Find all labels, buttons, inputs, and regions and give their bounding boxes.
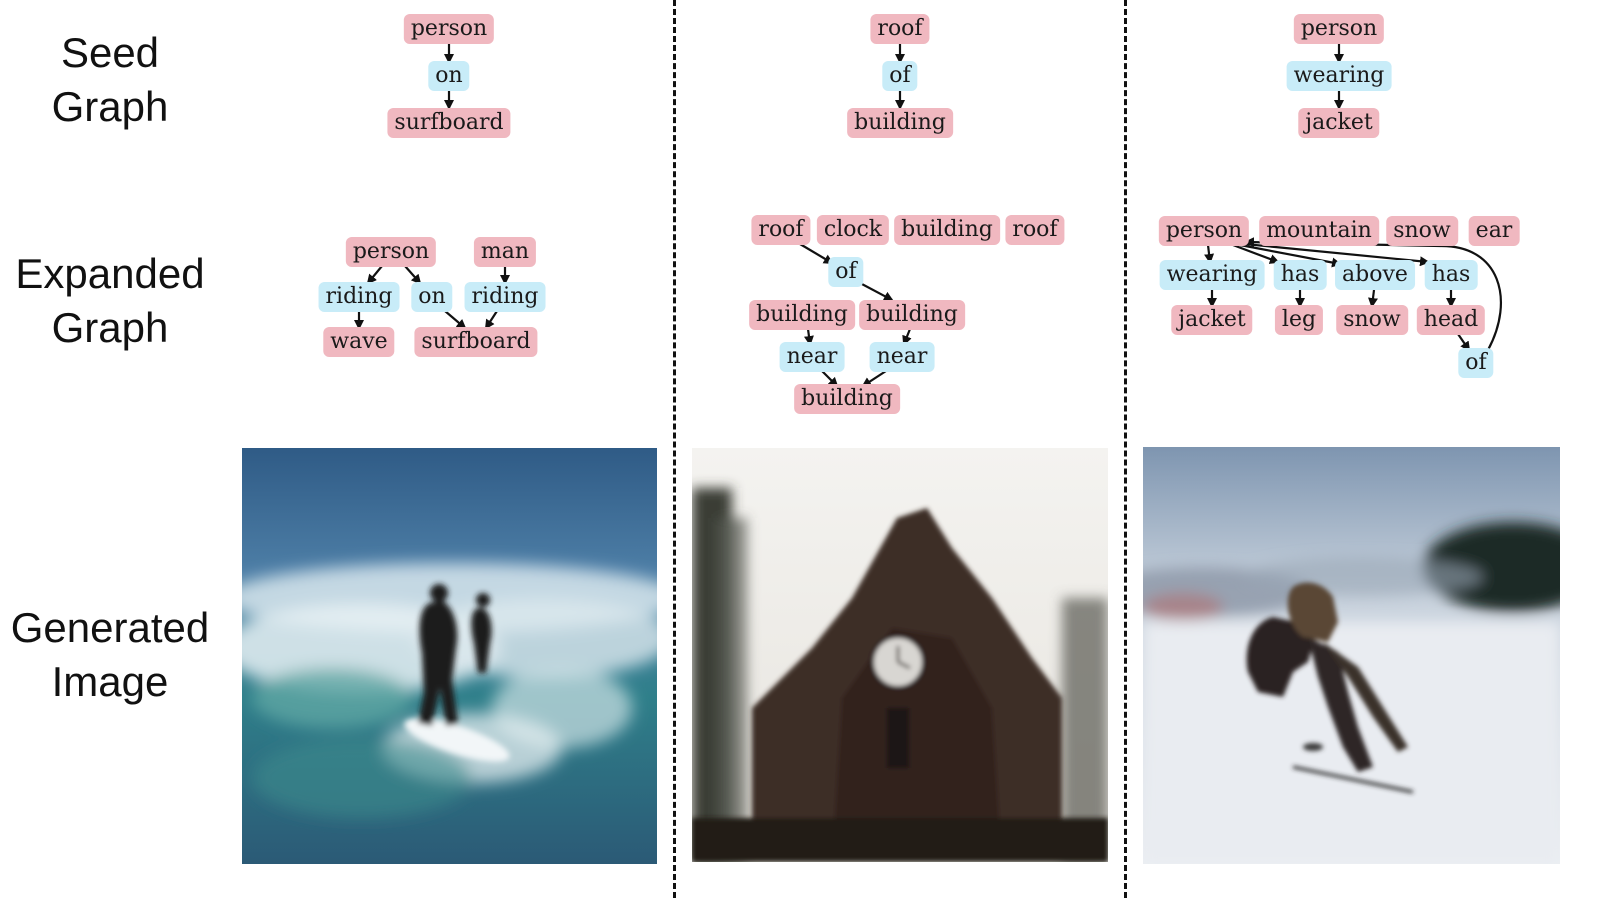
seed-node-of: of [882, 61, 918, 91]
edge [799, 243, 834, 265]
seed-node-wearing: wearing [1286, 61, 1392, 91]
expanded-node-roof: roof [751, 215, 811, 245]
edge [444, 310, 467, 330]
expanded-node-above: above [1335, 260, 1415, 290]
expanded-node-has: has [1273, 260, 1327, 290]
expanded-node-building: building [859, 300, 965, 330]
expanded-node-person: person [1158, 216, 1250, 246]
row-label-generated-image: Generated Image [10, 604, 210, 705]
edge [861, 370, 887, 388]
seed-node-person: person [403, 14, 495, 44]
row-label-expanded-graph: Expanded Graph [15, 250, 205, 351]
edge [859, 282, 894, 301]
panel-divider-1 [673, 0, 676, 898]
expanded-node-surfboard: surfboard [414, 327, 538, 357]
edge [1244, 242, 1430, 267]
seed-node-jacket: jacket [1298, 108, 1380, 138]
expanded-node-ear: ear [1468, 216, 1520, 246]
expanded-node-wearing: wearing [1159, 260, 1265, 290]
expanded-node-on: on [411, 282, 453, 312]
generated-image-surfers [242, 448, 657, 864]
edge [902, 328, 912, 346]
row-label-seed-graph: Seed Graph [51, 29, 169, 130]
expanded-node-snow: snow [1386, 216, 1458, 246]
expanded-node-riding: riding [464, 282, 546, 312]
seed-node-roof: roof [870, 14, 930, 44]
expanded-node-building: building [794, 384, 900, 414]
panel-divider-2 [1124, 0, 1127, 898]
expanded-node-leg: leg [1274, 305, 1324, 335]
edge [1232, 243, 1280, 264]
expanded-node-building: building [894, 215, 1000, 245]
expanded-node-person: person [345, 237, 437, 267]
edge [484, 310, 498, 330]
edge [1244, 237, 1502, 351]
edge [366, 265, 383, 285]
expanded-node-roof: roof [1005, 215, 1065, 245]
expanded-node-of: of [1458, 348, 1494, 378]
expanded-node-clock: clock [816, 215, 890, 245]
seed-node-person: person [1293, 14, 1385, 44]
edge [404, 265, 422, 285]
expanded-node-head: head [1416, 305, 1486, 335]
expanded-node-jacket: jacket [1171, 305, 1253, 335]
edge [1204, 244, 1215, 264]
seed-node-surfboard: surfboard [387, 108, 511, 138]
generated-image-skier [1143, 447, 1560, 864]
edge [803, 328, 814, 346]
expanded-node-near: near [779, 342, 845, 372]
expanded-node-wave: wave [323, 327, 395, 357]
expanded-node-riding: riding [318, 282, 400, 312]
expanded-node-of: of [828, 257, 864, 287]
expanded-node-has: has [1424, 260, 1478, 290]
seed-node-on: on [428, 61, 470, 91]
edge [1457, 333, 1471, 352]
expanded-node-snow: snow [1336, 305, 1408, 335]
edge [821, 370, 839, 388]
seed-node-building: building [847, 108, 953, 138]
generated-image-building [692, 448, 1108, 862]
expanded-node-man: man [473, 237, 537, 267]
expanded-node-mountain: mountain [1259, 216, 1379, 246]
expanded-node-near: near [869, 342, 935, 372]
expanded-node-building: building [749, 300, 855, 330]
edge [1368, 289, 1378, 308]
